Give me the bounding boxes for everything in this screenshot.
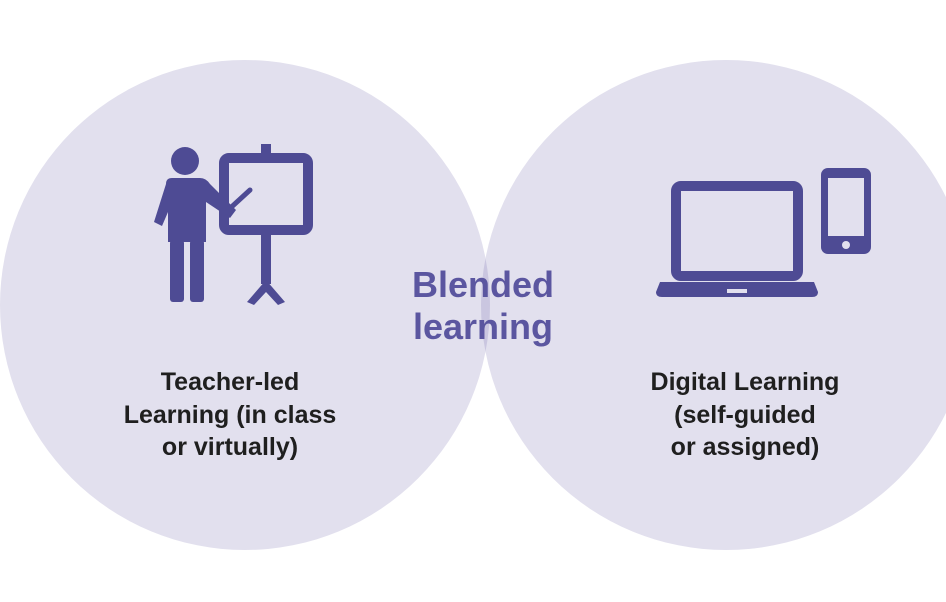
- left-circle: [0, 60, 490, 550]
- digital-learning-label: Digital Learning (self-guided or assigne…: [650, 368, 840, 461]
- blended-learning-label: Blended learning: [411, 264, 554, 348]
- teacher-whiteboard-icon: [154, 144, 313, 305]
- laptop-and-phone-icon: [656, 168, 871, 297]
- teacher-led-label: Teacher-led Learning (in class or virtua…: [123, 368, 337, 461]
